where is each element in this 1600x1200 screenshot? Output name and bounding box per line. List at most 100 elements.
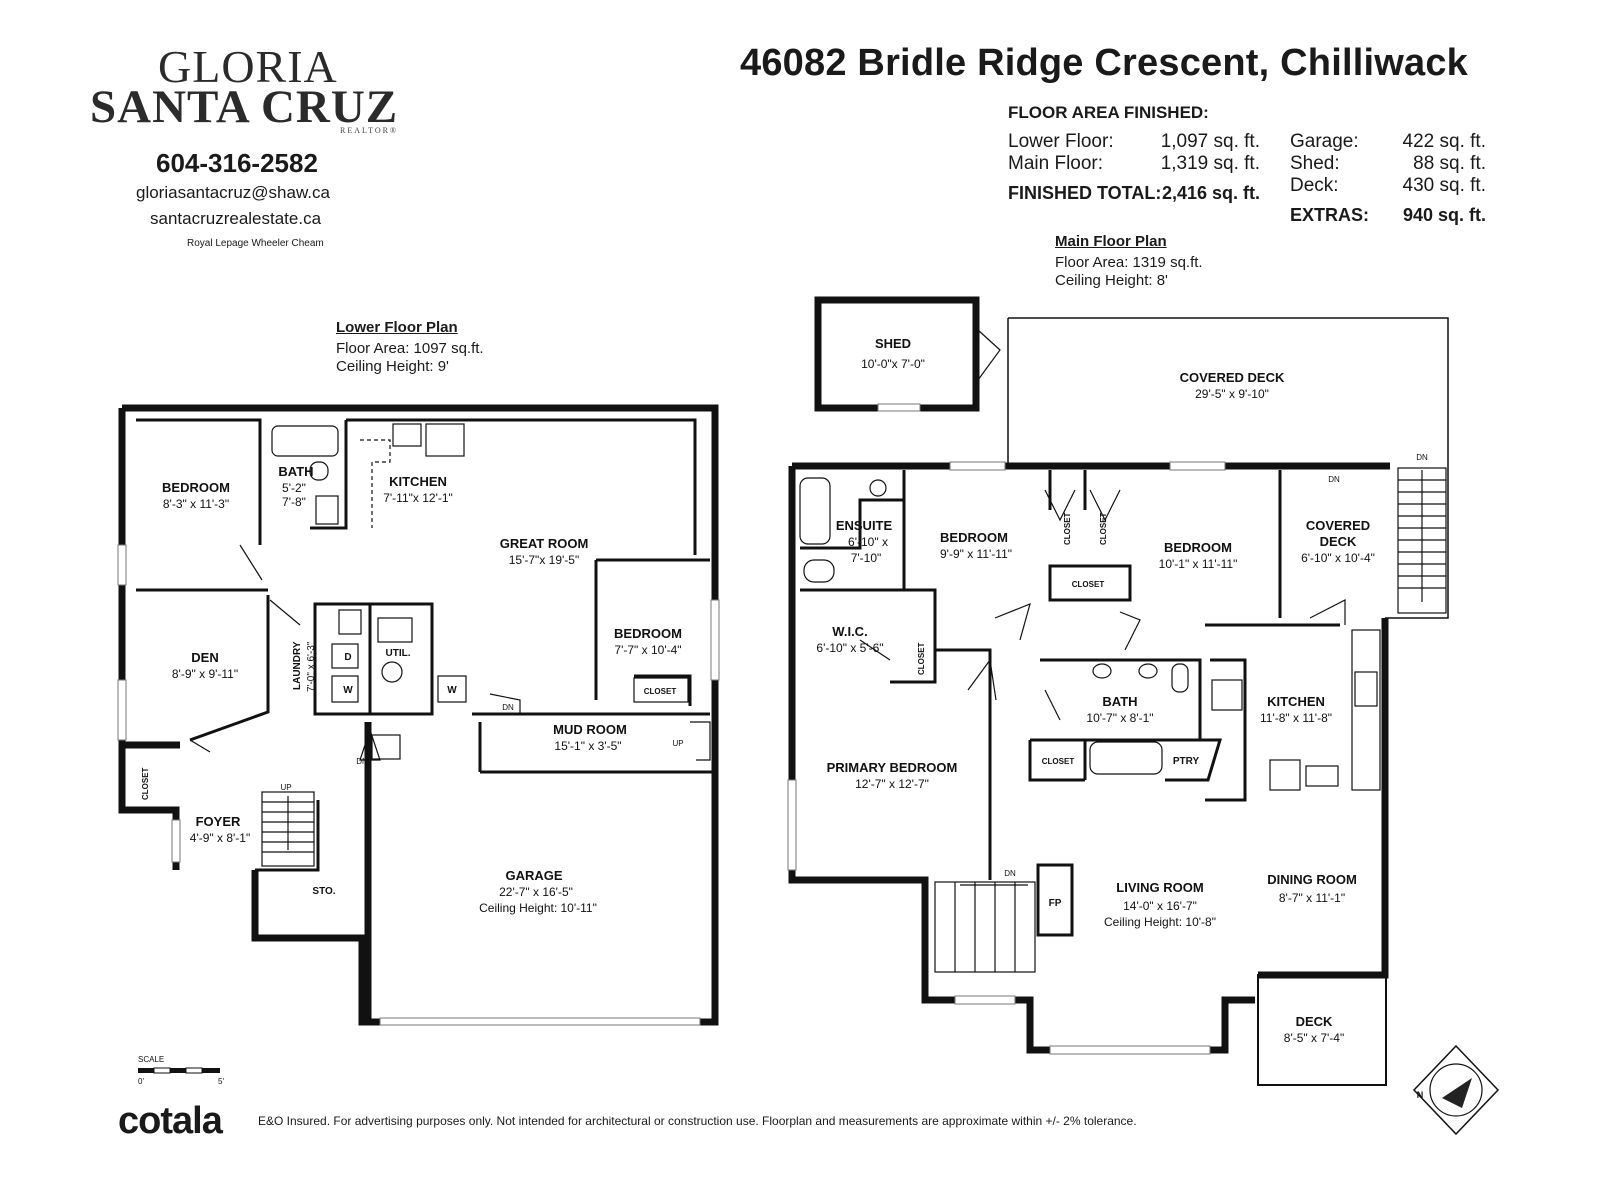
- shed-door: [977, 329, 1001, 381]
- covered-deck-side-name1: COVERED: [1306, 518, 1370, 533]
- primary-bedroom-name: PRIMARY BEDROOM: [827, 760, 958, 775]
- foyer-name: FOYER: [196, 814, 241, 829]
- scale-bar: SCALE 0' 5': [138, 1055, 224, 1086]
- bedroom-wall: [136, 418, 262, 545]
- lower-closet-bed-label: CLOSET: [644, 687, 677, 696]
- lower-plan-area: Floor Area: 1097 sq.ft.: [336, 340, 484, 357]
- lower-window-bedroom: [117, 544, 127, 586]
- lower-bedroom1-dim: 8'-3" x 11'-3": [163, 497, 229, 511]
- fireplace: [1036, 863, 1074, 937]
- scale-start: 0': [138, 1077, 144, 1086]
- lower-kitchen-name: KITCHEN: [389, 474, 447, 489]
- lower-step-box: [371, 734, 401, 760]
- pantry-label: PTRY: [1173, 756, 1200, 767]
- lower-bath-name: BATH: [278, 464, 313, 479]
- covered-deck-side-dim: 6'-10" x 10'-4": [1301, 551, 1375, 565]
- lower-outer-wall-left: [118, 408, 180, 749]
- garage-door: [379, 1017, 701, 1026]
- agent-website[interactable]: santacruzrealestate.ca: [150, 209, 322, 228]
- main-kitchen-sink: [1305, 765, 1339, 787]
- ensuite-dim2: 7'-10": [851, 551, 882, 565]
- closet4-label: CLOSET: [917, 642, 926, 675]
- shed-window: [877, 403, 921, 412]
- washer2-mark: W: [447, 685, 457, 696]
- main-door-bedroom2: [1119, 611, 1141, 651]
- lower-door-mudroom: [489, 693, 521, 714]
- main-floor-label: Main Floor:: [1008, 153, 1104, 174]
- dryer-box: [331, 643, 359, 669]
- closet2-label: CLOSET: [1099, 512, 1108, 545]
- closet3-label: CLOSET: [1072, 580, 1105, 589]
- lower-bathtub: [271, 425, 339, 457]
- deck-stairs: [1397, 467, 1447, 614]
- main-bedroom2-name: BEDROOM: [1164, 540, 1232, 555]
- living-room-dim: 14'-0" x 16'-7": [1123, 899, 1197, 913]
- extras-value: 940 sq. ft.: [1402, 205, 1486, 225]
- main-bath-name: BATH: [1102, 694, 1137, 709]
- foyer-closet-label: CLOSET: [141, 767, 150, 800]
- dining-room-dim: 8'-7" x 11'-1": [1279, 891, 1345, 905]
- main-bedroom2-dim: 10'-1" x 11'-11": [1159, 557, 1238, 571]
- lower-stairs: [261, 791, 315, 867]
- finished-total-label: FINISHED TOTAL:: [1008, 183, 1162, 203]
- mud-room-dim: 15'-1" x 3'-5": [554, 739, 621, 753]
- side-deck-dn: DN: [1328, 475, 1340, 484]
- lower-stairs-up: UP: [280, 783, 291, 792]
- lower-fridge: [425, 423, 465, 457]
- main-floor-value: 1,319 sq. ft.: [1160, 153, 1260, 174]
- deck-area-label: Deck:: [1290, 175, 1339, 196]
- north-arrow: N: [1412, 1044, 1500, 1136]
- ensuite-wic-walls: [800, 470, 937, 684]
- lower-bedroom2-dim: 7'-7" x 10'-4": [614, 643, 681, 657]
- util-water-heater: [381, 661, 403, 683]
- agent-email[interactable]: gloriasantacruz@shaw.ca: [136, 183, 330, 202]
- lower-stove: [392, 423, 422, 447]
- lower-bedroom1-name: BEDROOM: [162, 480, 230, 495]
- deck-area-value: 430 sq. ft.: [1402, 175, 1486, 196]
- deck-name: DECK: [1296, 1014, 1333, 1029]
- bath-tub: [1089, 741, 1163, 775]
- garage-dim: 22'-7" x 16'-5": [499, 885, 573, 899]
- ensuite-toilet: [803, 559, 835, 583]
- lower-plan-ceiling: Ceiling Height: 9': [336, 358, 449, 375]
- fireplace-label: FP: [1049, 898, 1062, 909]
- laundry-name: LAUNDRY: [292, 641, 303, 690]
- main-bath-walls: [1030, 658, 1202, 742]
- lower-floor-label: Lower Floor:: [1008, 131, 1114, 152]
- washer-mark: W: [343, 685, 353, 696]
- covered-deck-outline: [1008, 317, 1449, 619]
- main-door-bedroom1: [994, 602, 1031, 641]
- great-room-name: GREAT ROOM: [500, 536, 589, 551]
- main-window-primary: [787, 779, 797, 871]
- disclaimer-text: E&O Insured. For advertising purposes on…: [258, 1114, 1137, 1128]
- main-window-stair: [954, 995, 1016, 1005]
- main-window-bed1: [949, 461, 1006, 471]
- util-panel: [377, 617, 413, 643]
- main-plan-ceiling: Ceiling Height: 8': [1055, 272, 1168, 289]
- cooktop: [1354, 671, 1378, 707]
- finished-total-value: 2,416 sq. ft.: [1161, 183, 1260, 203]
- mudroom-up-mark: UP: [672, 739, 683, 748]
- main-window-living: [1049, 1045, 1211, 1055]
- living-room-name: LIVING ROOM: [1116, 880, 1203, 895]
- ensuite-tub: [799, 477, 831, 545]
- covered-deck-top-dim: 29'-5" x 9'-10": [1195, 387, 1269, 401]
- main-bedroom1-dim: 9'-9" x 11'-11": [940, 547, 1012, 561]
- bath-sink-2: [1138, 663, 1158, 679]
- main-range: [1269, 759, 1301, 791]
- lower-outer-wall-top-right: [122, 404, 719, 765]
- lower-door-garage: [359, 728, 381, 761]
- main-door-deck: [1309, 599, 1346, 625]
- lower-kitchen-counter: [360, 439, 391, 528]
- north-label: N: [1417, 1090, 1424, 1100]
- primary-bedroom-dim: 12'-7" x 12'-7": [855, 777, 929, 791]
- extras-label: EXTRAS:: [1290, 205, 1370, 225]
- agent-phone[interactable]: 604-316-2582: [156, 148, 318, 178]
- brand-realtor-tag: REALTOR®: [340, 126, 399, 135]
- util-name: UTIL.: [386, 648, 411, 659]
- floor-area-heading: FLOOR AREA FINISHED:: [1008, 103, 1209, 122]
- bath-sink-1: [1092, 663, 1112, 679]
- covered-deck-side-name2: DECK: [1320, 534, 1357, 549]
- main-plan-title: Main Floor Plan: [1055, 233, 1167, 250]
- mudroom-dn-mark: DN: [502, 703, 514, 712]
